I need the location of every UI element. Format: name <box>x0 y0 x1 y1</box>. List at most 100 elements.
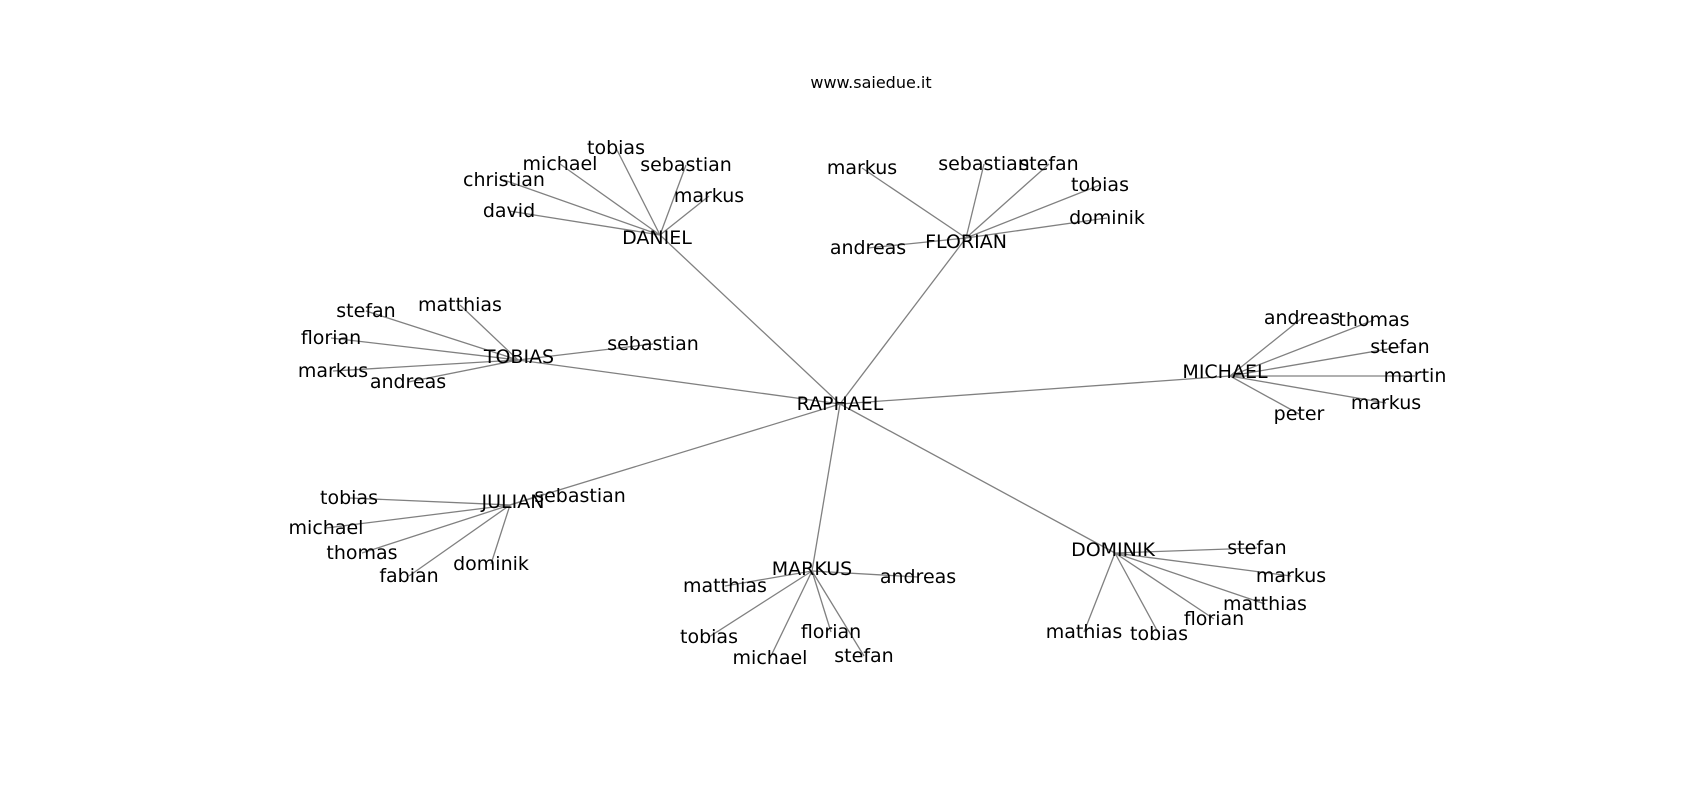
edge-daniel-to-markus <box>659 195 710 236</box>
leaf-node-label: andreas <box>880 566 956 588</box>
edge-michael-to-peter <box>1229 375 1300 415</box>
edge-markus-to-andreas <box>811 570 919 578</box>
leaf-node-label: matthias <box>1223 593 1307 615</box>
edge-root-to-daniel <box>659 234 841 405</box>
leaf-node-label: thomas <box>326 542 397 564</box>
edge-julian-to-tobias <box>348 497 511 506</box>
leaf-node-label: tobias <box>1071 174 1129 196</box>
edge-root-to-tobias <box>517 359 841 405</box>
leaf-node-label: michael <box>733 647 808 669</box>
edge-julian-to-dominik <box>490 504 511 565</box>
edge-root-to-michael <box>839 375 1231 405</box>
edge-markus-to-stefan <box>811 570 865 657</box>
credit-text: www.saiedue.it <box>810 73 931 92</box>
leaf-node-label: stefan <box>1227 537 1286 559</box>
edge-root-to-markus <box>811 403 841 572</box>
leaf-node-label: david <box>483 200 535 222</box>
leaf-node-label: dominik <box>1069 207 1145 229</box>
hub-node-label: MICHAEL <box>1182 361 1268 383</box>
edge-florian-to-markus <box>861 167 967 239</box>
leaf-node-label: markus <box>1351 392 1421 414</box>
leaf-node-label: stefan <box>834 645 893 667</box>
leaf-node-label: markus <box>827 157 897 179</box>
root-node-label: RAPHAEL <box>797 393 884 415</box>
edge-daniel-to-david <box>508 210 661 236</box>
edge-tobias-to-florian <box>330 337 519 361</box>
leaf-node-label: sebastian <box>607 333 699 355</box>
leaf-node-label: dominik <box>453 553 529 575</box>
leaf-node-label: florian <box>301 327 361 349</box>
edge-root-to-julian <box>509 403 841 506</box>
leaf-node-label: tobias <box>320 487 378 509</box>
leaf-node-label: stefan <box>1370 336 1429 358</box>
edge-julian-to-sebastian <box>509 493 545 506</box>
leaf-node-label: fabian <box>379 565 438 587</box>
leaf-node-label: markus <box>1256 565 1326 587</box>
leaf-node-label: martin <box>1384 365 1447 387</box>
edge-julian-to-fabian <box>408 504 511 577</box>
edge-root-to-dominik <box>839 403 1116 554</box>
leaf-node-label: peter <box>1274 403 1325 425</box>
leaf-node-label: andreas <box>370 371 446 393</box>
leaf-node-label: michael <box>289 517 364 539</box>
hub-node-label: TOBIAS <box>483 346 554 368</box>
hub-node-label: JULIAN <box>481 491 545 513</box>
edge-tobias-to-matthias <box>459 304 519 361</box>
edge-markus-to-matthias <box>724 570 813 587</box>
edge-dominik-to-markus <box>1114 552 1292 577</box>
edge-tobias-to-stefan <box>365 310 519 361</box>
leaf-node-label: sebastian <box>534 485 626 507</box>
leaf-node-label: christian <box>463 169 545 191</box>
leaf-node-label: tobias <box>1130 623 1188 645</box>
edge-daniel-to-michael <box>559 163 661 236</box>
leaf-node-label: mathias <box>1046 621 1122 643</box>
hub-node-label: DANIEL <box>622 227 692 249</box>
leaf-node-label: tobias <box>587 137 645 159</box>
edge-michael-to-thomas <box>1229 319 1375 377</box>
edge-markus-to-tobias <box>708 570 813 638</box>
leaf-node-label: michael <box>523 153 598 175</box>
edge-michael-to-stefan <box>1229 346 1401 377</box>
hub-node-label: FLORIAN <box>925 231 1007 253</box>
edge-florian-to-stefan <box>965 163 1050 239</box>
leaf-node-label: markus <box>674 185 744 207</box>
hub-node-label: DOMINIK <box>1071 539 1155 561</box>
edge-michael-to-markus <box>1229 375 1387 404</box>
leaf-node-label: florian <box>801 621 861 643</box>
edge-florian-to-sebastian <box>965 163 985 239</box>
edge-michael-to-andreas <box>1229 317 1303 377</box>
edge-markus-to-florian <box>811 570 832 633</box>
edge-daniel-to-tobias <box>615 147 661 236</box>
leaf-node-label: sebastian <box>640 154 732 176</box>
edge-tobias-to-markus <box>332 359 519 372</box>
edge-julian-to-michael <box>325 504 511 529</box>
leaf-node-label: matthias <box>683 575 767 597</box>
leaf-node-label: tobias <box>680 626 738 648</box>
edge-tobias-to-andreas <box>407 359 519 383</box>
edge-daniel-to-sebastian <box>659 164 687 236</box>
hub-node-label: MARKUS <box>772 558 853 580</box>
leaf-node-label: sebastian <box>938 153 1030 175</box>
edge-julian-to-thomas <box>361 504 511 554</box>
edge-florian-to-tobias <box>965 184 1101 239</box>
edge-dominik-to-stefan <box>1114 547 1258 554</box>
leaf-node-label: stefan <box>1019 153 1078 175</box>
edge-florian-to-dominik <box>965 217 1108 239</box>
leaf-node-label: andreas <box>830 237 906 259</box>
edge-dominik-to-tobias <box>1114 552 1160 635</box>
leaf-node-label: stefan <box>336 300 395 322</box>
edge-markus-to-michael <box>769 570 813 659</box>
edge-layer <box>325 147 1415 659</box>
edge-tobias-to-sebastian <box>517 343 654 361</box>
leaf-node-label: matthias <box>418 294 502 316</box>
leaf-node-label: thomas <box>1338 309 1409 331</box>
leaf-node-label: andreas <box>1264 307 1340 329</box>
leaf-node-label: markus <box>298 360 368 382</box>
edge-florian-to-andreas <box>867 237 967 249</box>
edge-dominik-to-florian <box>1114 552 1215 620</box>
edge-daniel-to-christian <box>503 179 661 236</box>
leaf-node-label: florian <box>1184 608 1244 630</box>
